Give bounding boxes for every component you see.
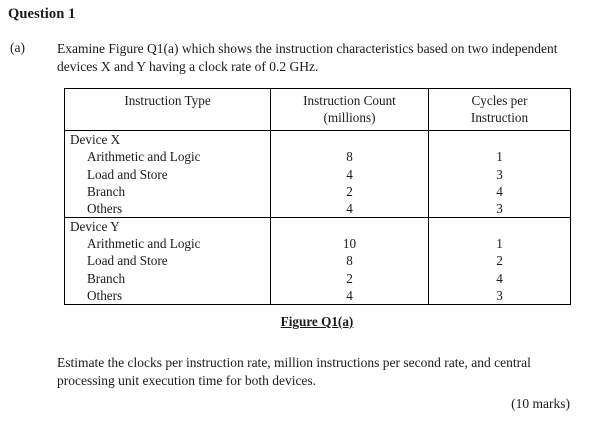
part-body-text: Examine Figure Q1(a) which shows the ins… [57, 41, 558, 74]
cell-instruction-count: 2 [346, 270, 353, 286]
group-title: Device X [70, 132, 121, 148]
cell-cycles-per-instruction: 3 [496, 166, 503, 182]
group-cpi-cell-device-x: Device X 1 3 4 3 [428, 130, 571, 219]
column-header-instruction-type: Instruction Type [64, 87, 271, 132]
cell-cycles-per-instruction: 3 [496, 200, 503, 216]
row-label: Load and Store [87, 166, 168, 182]
figure-caption: Figure Q1(a) [280, 314, 354, 329]
cell-instruction-count: 2 [346, 183, 353, 199]
part-label: (a) [10, 40, 25, 55]
closing-paragraph: Estimate the clocks per instruction rate… [57, 355, 531, 388]
cell-instruction-count: 8 [346, 149, 353, 165]
cell-cycles-per-instruction: 4 [496, 270, 503, 286]
row-label: Branch [87, 183, 126, 199]
table-row: Device Y Arithmetic and Logic Load and S… [64, 217, 571, 305]
page-title: Question 1 [8, 6, 76, 22]
cell-instruction-count: 4 [346, 166, 353, 182]
cell-cycles-per-instruction: 2 [496, 253, 503, 269]
column-header-cycles-per-instruction: Cycles per Instruction [428, 87, 571, 132]
row-label: Arithmetic and Logic [87, 149, 201, 165]
marks-label: (10 marks) [511, 396, 570, 411]
group-cpi-cell-device-y: Device Y 1 2 4 3 [428, 217, 571, 305]
column-header-line2: Instruction [470, 110, 529, 126]
table-header-row: Instruction Type Instruction Count (mill… [64, 87, 571, 132]
cell-cycles-per-instruction: 3 [496, 287, 503, 303]
column-header-line1: Instruction Count [303, 93, 396, 108]
group-cell-device-x: Device X Arithmetic and Logic Load and S… [64, 130, 271, 219]
cell-instruction-count: 4 [346, 287, 353, 303]
instruction-characteristics-table: Instruction Type Instruction Count (mill… [64, 87, 571, 305]
column-header-line2: (millions) [323, 110, 376, 126]
group-title: Device Y [70, 219, 120, 235]
cell-instruction-count: 10 [342, 236, 357, 252]
column-header-line1: Cycles per [471, 93, 528, 108]
cell-instruction-count: 4 [346, 200, 353, 216]
column-header-line1: Instruction Type [124, 93, 211, 108]
cell-instruction-count: 8 [346, 253, 353, 269]
row-label: Others [87, 287, 123, 303]
row-label: Load and Store [87, 253, 168, 269]
row-label: Arithmetic and Logic [87, 236, 201, 252]
column-header-instruction-count: Instruction Count (millions) [270, 87, 429, 132]
cell-cycles-per-instruction: 4 [496, 183, 503, 199]
row-label: Others [87, 200, 123, 216]
group-count-cell-device-y: Device Y 10 8 2 4 [270, 217, 429, 305]
group-count-cell-device-x: Device X 8 4 2 4 [270, 130, 429, 219]
table-row: Device X Arithmetic and Logic Load and S… [64, 130, 571, 219]
cell-cycles-per-instruction: 1 [496, 149, 503, 165]
cell-cycles-per-instruction: 1 [496, 236, 503, 252]
row-label: Branch [87, 270, 126, 286]
group-cell-device-y: Device Y Arithmetic and Logic Load and S… [64, 217, 271, 305]
